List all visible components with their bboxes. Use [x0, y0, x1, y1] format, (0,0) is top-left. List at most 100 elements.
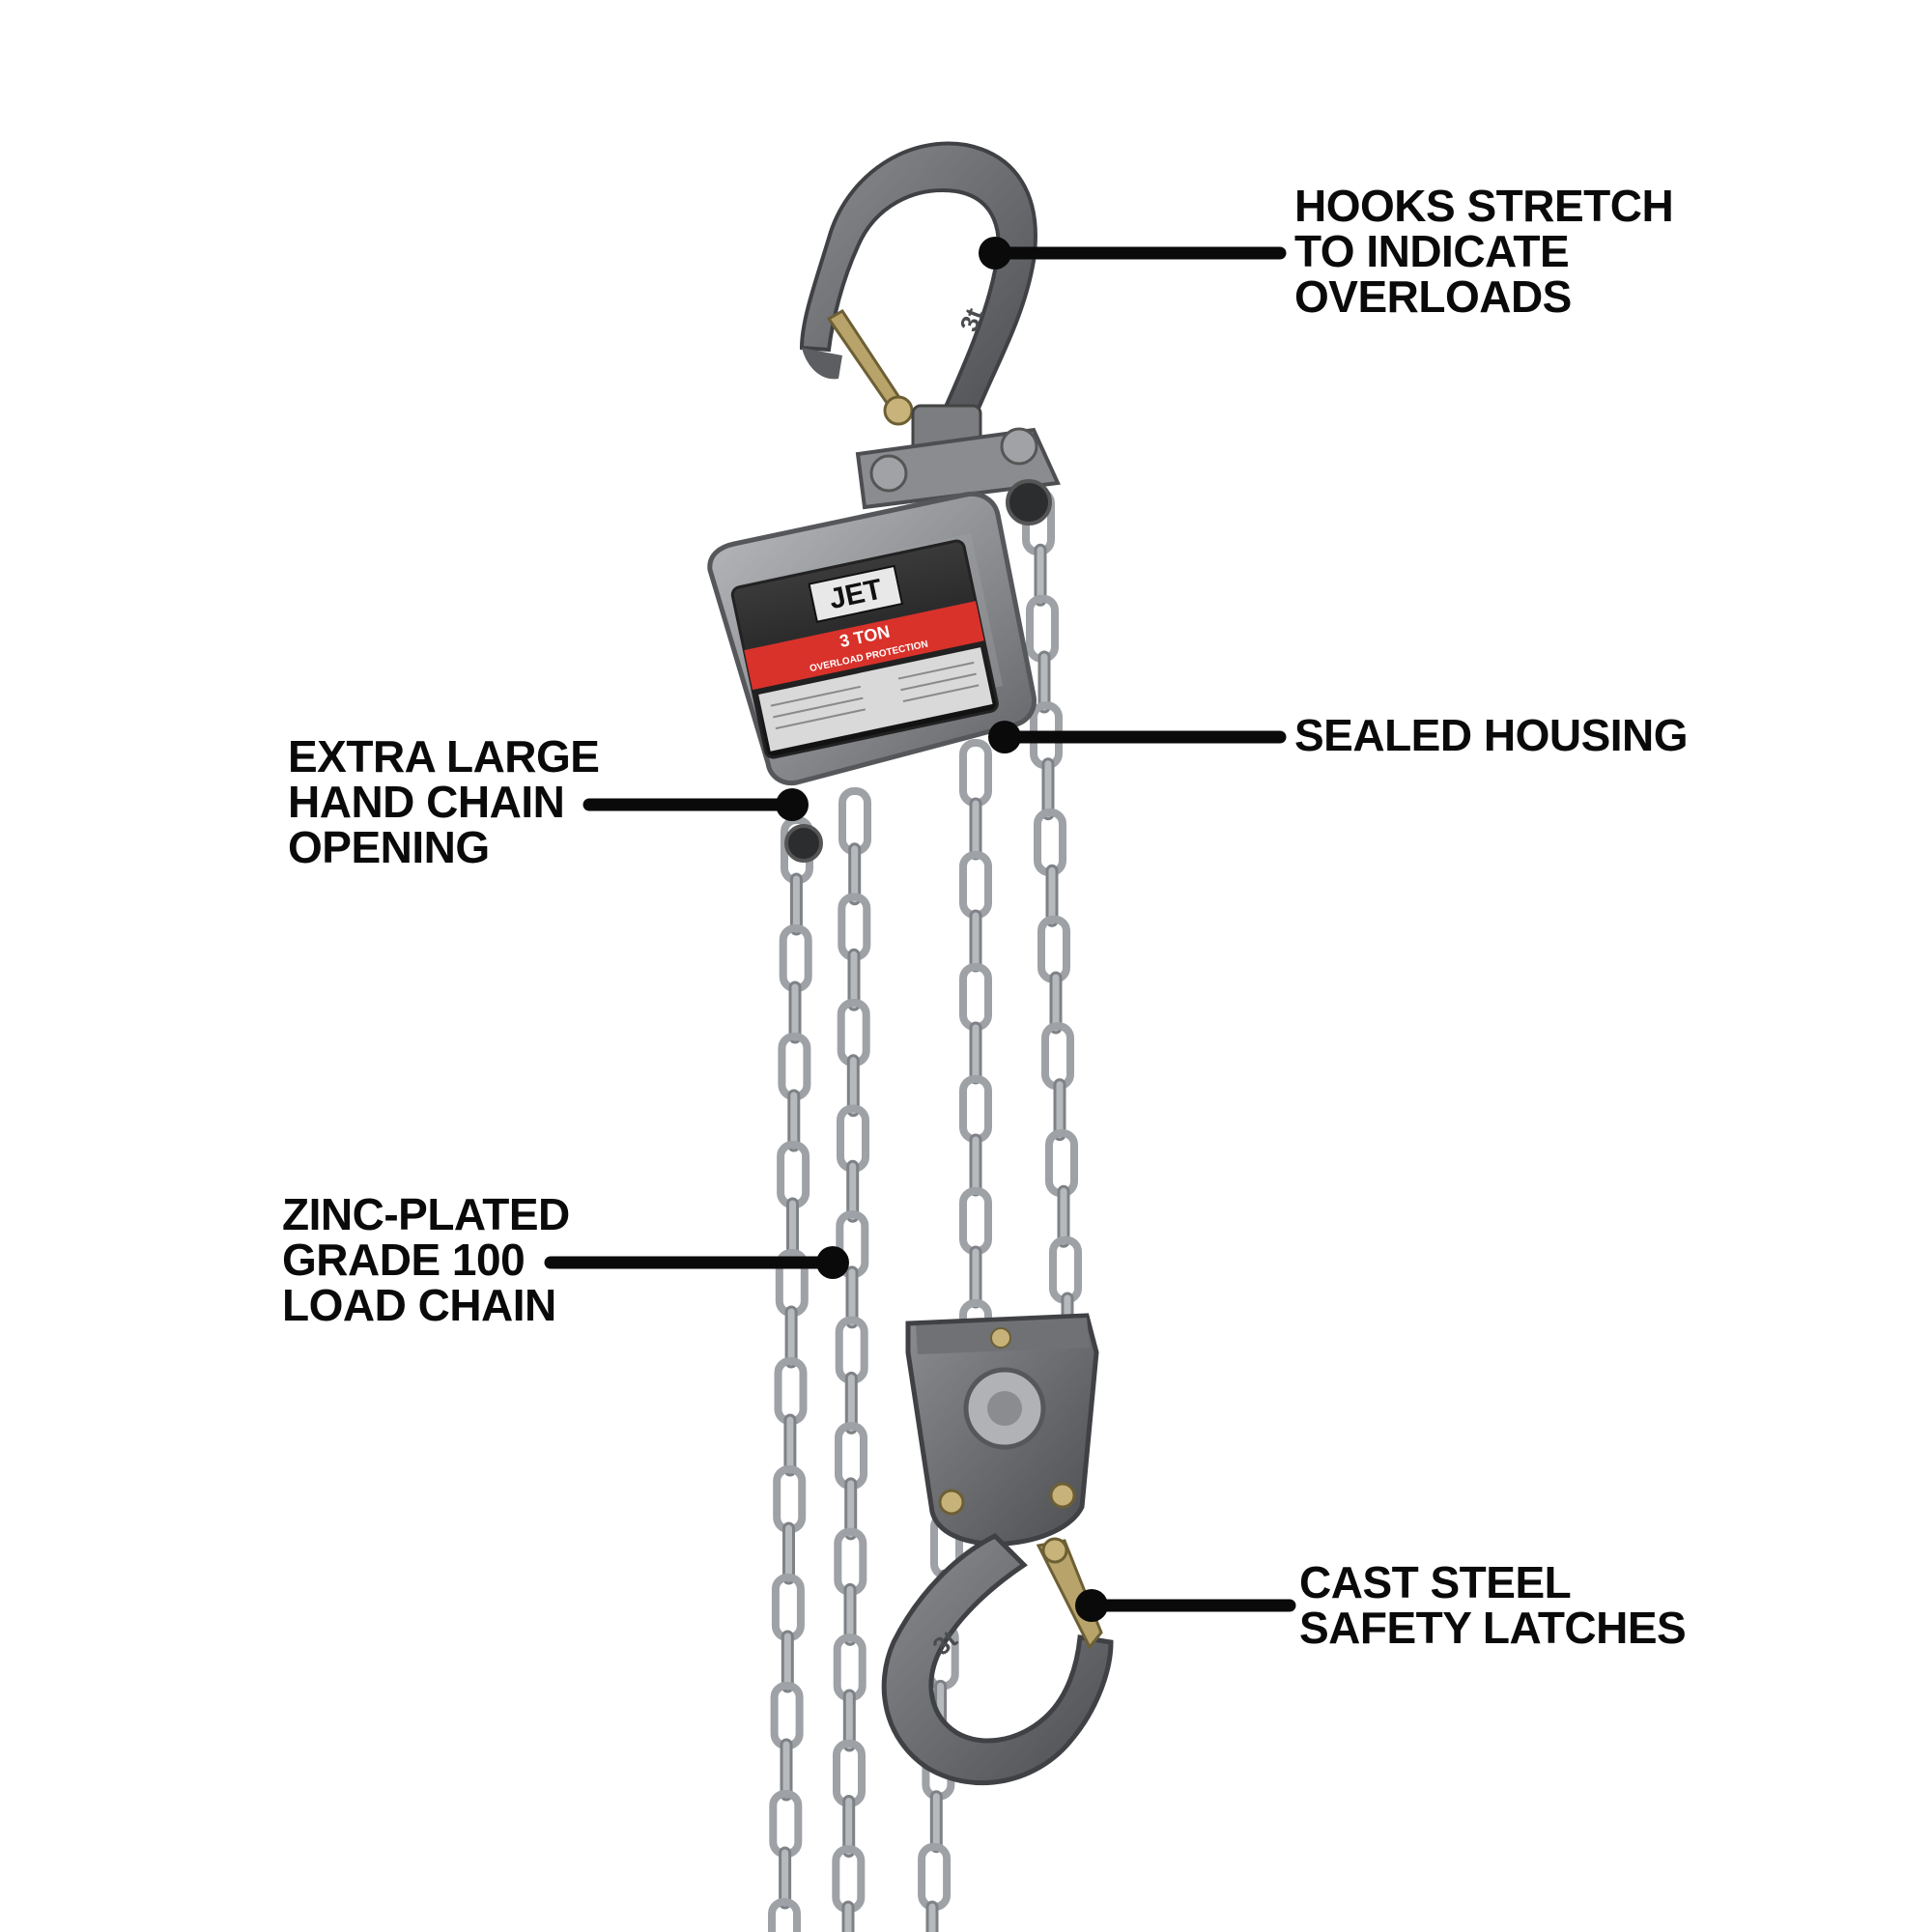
- chain-link: [834, 1527, 867, 1596]
- chain-link: [838, 893, 871, 961]
- callout-hand-chain-line-2: HAND CHAIN: [288, 777, 565, 827]
- chain-link: [832, 1845, 866, 1914]
- chain-link: [959, 1187, 992, 1255]
- chain-link: [778, 1033, 811, 1100]
- leader-dot-housing: [988, 721, 1021, 753]
- chain-link: [918, 1842, 952, 1911]
- chain-link: [929, 1790, 943, 1854]
- chain-link: [844, 1371, 858, 1435]
- callout-hand-chain: EXTRA LARGE HAND CHAIN OPENING: [288, 731, 600, 872]
- chain-link: [969, 797, 982, 861]
- chain-link: [835, 1316, 868, 1384]
- chain-link: [781, 1630, 794, 1693]
- label-plate: JET 3 TON OVERLOAD PROTECTION: [730, 539, 999, 759]
- chain-link: [959, 963, 992, 1031]
- callout-latches: CAST STEEL SAFETY LATCHES: [1299, 1557, 1687, 1653]
- callout-housing: SEALED HOUSING: [1294, 710, 1689, 760]
- chain-link: [925, 1900, 939, 1932]
- chain-link: [1037, 650, 1051, 714]
- chain-link: [782, 1521, 795, 1585]
- chain-link: [969, 1021, 982, 1085]
- chain-link: [1041, 1022, 1074, 1091]
- load-chain-strand-left: [832, 787, 871, 1932]
- leader-dot-load-chain: [816, 1246, 849, 1279]
- chain-link: [787, 1089, 801, 1152]
- callout-load-chain: ZINC-PLATED GRADE 100 LOAD CHAIN: [282, 1192, 570, 1328]
- callout-hooks: HOOKS STRETCH TO INDICATE OVERLOADS: [1294, 181, 1674, 322]
- chain-link: [774, 1357, 808, 1425]
- chain-link: [1045, 864, 1059, 927]
- chain-link: [784, 1305, 798, 1369]
- chain-link: [848, 842, 862, 906]
- chain-link: [843, 1582, 857, 1646]
- leader-dot-hand-chain: [776, 788, 809, 821]
- bottom-hook: 3t: [881, 1532, 1114, 1786]
- callout-hooks-line-1: HOOKS STRETCH: [1294, 181, 1674, 231]
- chain-link: [846, 1054, 860, 1118]
- chain-link: [1053, 1078, 1066, 1142]
- chain-link: [837, 1104, 869, 1173]
- chain-link: [845, 1265, 859, 1329]
- chain-link: [788, 980, 802, 1044]
- chain-link: [1049, 1236, 1082, 1304]
- chain-link: [837, 999, 870, 1066]
- chain-link: [773, 1465, 807, 1533]
- chain-link: [969, 1133, 982, 1197]
- chain-link: [779, 1846, 792, 1910]
- top-hook: 3t: [799, 141, 1037, 456]
- chain-link: [1026, 594, 1059, 663]
- top-bracket: [855, 427, 1061, 526]
- chain-link: [841, 1900, 855, 1932]
- sealed-housing: JET 3 TON OVERLOAD PROTECTION: [707, 491, 1037, 863]
- chain-link: [847, 948, 861, 1011]
- callout-load-chain-line-2: GRADE 100: [282, 1235, 526, 1285]
- chain-link: [1049, 971, 1063, 1035]
- chain-link: [959, 739, 992, 807]
- callout-latches-line-1: CAST STEEL: [1299, 1557, 1572, 1607]
- chain-link: [770, 1682, 804, 1749]
- hand-chain-strand-left: [768, 816, 813, 1932]
- chain-link: [777, 1141, 810, 1208]
- chain-link: [844, 1477, 858, 1541]
- chain-link: [959, 1075, 992, 1143]
- callout-hooks-line-3: OVERLOADS: [1294, 271, 1572, 322]
- chains: [768, 488, 1082, 1932]
- chain-link: [833, 1634, 867, 1702]
- chain-link: [833, 1739, 866, 1807]
- chain-link: [789, 872, 803, 936]
- leader-dot-latches: [1075, 1589, 1108, 1622]
- chain-link: [1034, 809, 1066, 876]
- callout-hooks-line-2: TO INDICATE: [1294, 226, 1570, 276]
- chain-link: [769, 1790, 803, 1858]
- chain-link: [1041, 757, 1055, 821]
- callout-housing-line-1: SEALED HOUSING: [1294, 710, 1689, 760]
- callout-load-chain-line-3: LOAD CHAIN: [282, 1280, 556, 1330]
- chain-link: [842, 1689, 856, 1752]
- chain-link: [835, 1422, 867, 1491]
- chain-link: [783, 1413, 797, 1477]
- callout-hand-chain-line-1: EXTRA LARGE: [288, 731, 600, 781]
- chain-link: [1045, 1129, 1078, 1197]
- chain-link: [1057, 1184, 1070, 1248]
- leader-dot-hooks: [979, 237, 1011, 270]
- chain-link: [846, 1159, 860, 1223]
- callout-load-chain-line-1: ZINC-PLATED: [282, 1189, 570, 1239]
- hand-chain-strand-right: [1022, 488, 1082, 1355]
- callout-latches-line-2: SAFETY LATCHES: [1299, 1603, 1687, 1653]
- chain-link: [779, 924, 812, 992]
- chain-link: [842, 1795, 856, 1858]
- chain-link: [771, 1574, 805, 1641]
- leader-lines: [544, 246, 1296, 1612]
- callout-hand-chain-line-3: OPENING: [288, 822, 490, 872]
- chain-link: [1037, 915, 1070, 983]
- chain-link: [1034, 543, 1047, 607]
- chain-link: [838, 787, 871, 855]
- chain-link: [959, 851, 992, 919]
- load-chain-strand-inner: [959, 739, 992, 1367]
- chain-link: [768, 1898, 801, 1932]
- chain-link: [969, 909, 982, 973]
- lower-block: [905, 1313, 1099, 1547]
- chain-link: [780, 1738, 793, 1802]
